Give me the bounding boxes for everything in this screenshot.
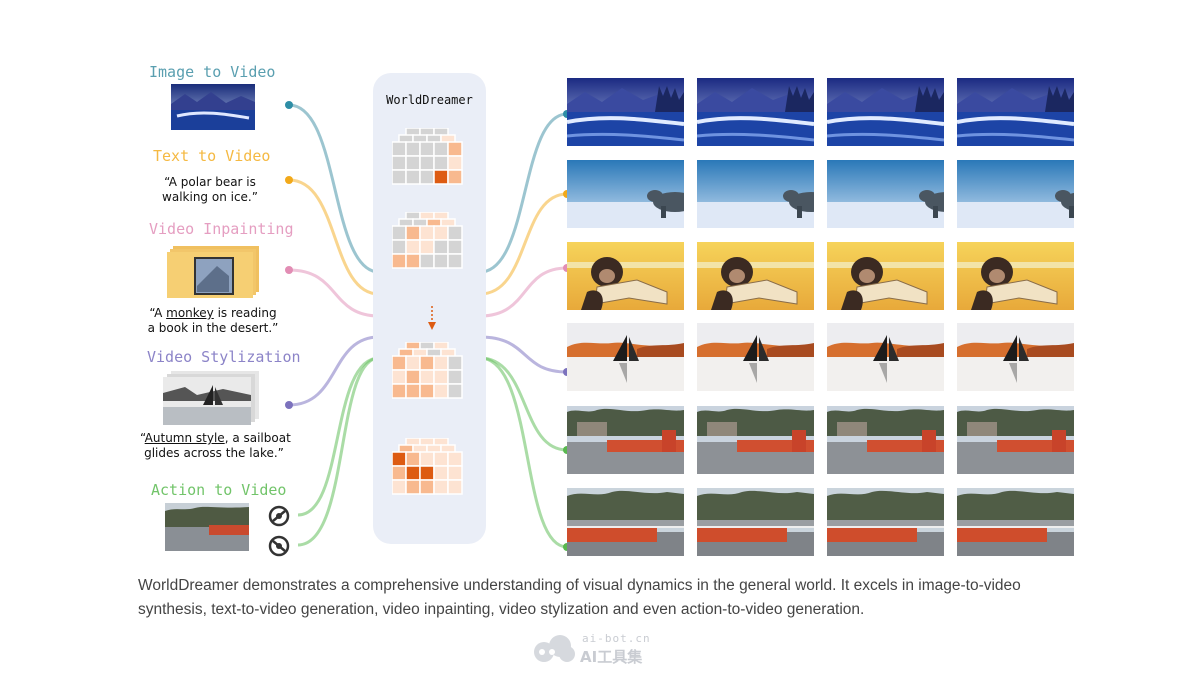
down-arrow-icon [428,306,436,330]
token-grid [392,342,463,399]
task-label-image-to-video: Image to Video [149,63,276,81]
curve-image-to-video-in [288,103,380,274]
curve-image-to-video-out [479,112,568,274]
output-frame-street-construction-2 [827,488,944,556]
prompt-text: “A [149,306,167,320]
output-frame-street-construction [697,406,814,474]
output-frame-street-construction [957,406,1074,474]
input-image-inpainting [167,246,259,298]
task-label-text-to-video: Text to Video [153,147,271,165]
prompt-line: a book in the desert.” [147,321,279,335]
dot [285,176,293,184]
output-frame-autumn-sailboat [957,323,1074,391]
dot [285,266,293,274]
task-label-video-inpainting: Video Inpainting [149,220,294,238]
caption: WorldDreamer demonstrates a comprehensiv… [138,577,1021,618]
curve-stylization-in [288,335,380,407]
output-frame-monkey-reading [697,242,814,310]
curve-action-in-2 [297,356,380,547]
curve-text-to-video-in [288,178,380,296]
token-grid [392,212,463,269]
dot [285,101,293,109]
output-frame-autumn-sailboat [697,323,814,391]
token-grid [392,438,463,495]
curve-action-out-1 [479,356,568,452]
curve-action-out-2 [479,356,568,549]
prompt-keyword: Autumn style [144,431,225,445]
stylization-prompt: “Autumn style, a sailboat glides across … [140,431,291,461]
output-frame-mountain-lake [697,78,814,146]
prompt-line: walking on ice.” [162,190,258,204]
output-frame-autumn-sailboat [567,323,684,391]
output-frame-polar-bear [827,160,944,228]
prompt-text: “ [140,431,145,445]
inpainting-prompt: “A monkey is reading a book in the deser… [143,306,283,336]
prompt-line: “A monkey is reading [143,306,283,321]
watermark-logo-icon [534,635,575,662]
output-frame-street-construction [567,406,684,474]
output-frame-street-construction-2 [697,488,814,556]
output-frame-street-construction-2 [567,488,684,556]
curve-action-in-1 [297,356,380,517]
steering-wheel-icon [268,535,290,557]
prompt-text: is reading [213,306,277,320]
output-frame-street-construction-2 [957,488,1074,556]
prompt-line: “Autumn style, a sailboat [140,431,291,446]
output-frame-mountain-lake [957,78,1074,146]
output-frame-mountain-lake [827,78,944,146]
watermark-name: AI工具集 [580,648,643,666]
output-frame-monkey-reading [827,242,944,310]
prompt-keyword: monkey [166,306,214,320]
steering-wheel-icon [268,505,290,527]
output-frame-autumn-sailboat [827,323,944,391]
dot [285,401,293,409]
output-frame-polar-bear [957,160,1074,228]
watermark-domain: ai-bot.cn [582,632,651,645]
task-label-action-to-video: Action to Video [151,481,287,499]
token-grid [392,128,463,185]
prompt-line: glides across the lake.” [144,446,284,460]
output-frame-monkey-reading [957,242,1074,310]
input-image-street [165,503,249,551]
prompt-line: “A polar bear is [164,175,256,189]
task-label-video-stylization: Video Stylization [147,348,301,366]
curve-text-to-video-out [479,192,568,296]
prompt-text: , a sailboat [224,431,291,445]
output-frame-mountain-lake [567,78,684,146]
output-frame-polar-bear [697,160,814,228]
text-prompt: “A polar bear is walking on ice.” [145,175,275,205]
model-title: WorldDreamer [386,93,473,107]
input-image-mountain-lake [171,84,255,130]
output-frame-monkey-reading [567,242,684,310]
input-image-sailboat [163,371,259,425]
curve-inpainting-out [479,266,568,318]
output-frame-polar-bear [567,160,684,228]
curve-inpainting-in [288,268,380,318]
curve-stylization-out [479,335,568,374]
output-frame-street-construction [827,406,944,474]
